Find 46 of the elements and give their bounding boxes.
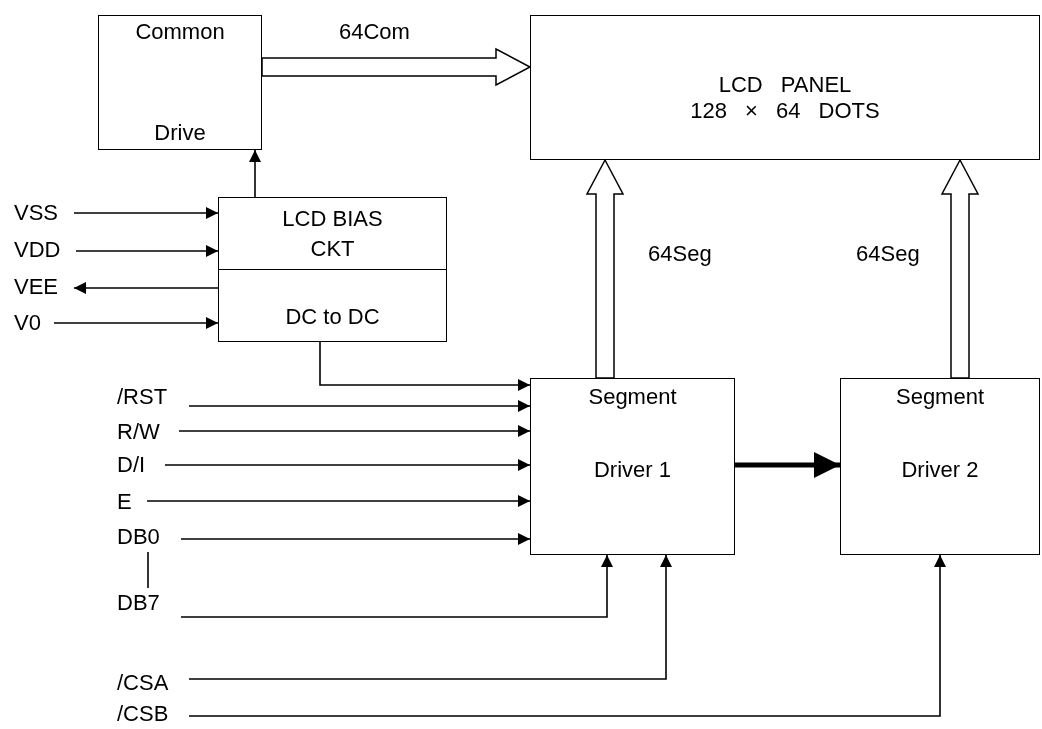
hollow-arrow — [585, 158, 625, 379]
arrow — [73, 207, 219, 219]
arrow — [249, 149, 261, 198]
arrow — [53, 317, 219, 329]
block-title: Driver 2 — [901, 456, 979, 484]
hollow-arrow — [261, 47, 532, 87]
arrow — [180, 554, 613, 618]
block-title: Segment — [588, 383, 677, 411]
arrow — [735, 452, 840, 478]
block-title: DC to DC — [285, 303, 380, 331]
signal-label: VEE — [14, 274, 59, 300]
signal-label: VDD — [14, 237, 61, 263]
signal-label: V0 — [14, 310, 41, 336]
signal-label: E — [117, 489, 132, 515]
panel-title: 128 × 64 DOTS — [690, 98, 880, 124]
arrow — [188, 400, 531, 412]
arrow — [146, 495, 531, 507]
signal-label: /CSB — [117, 700, 169, 727]
block-box — [530, 378, 735, 555]
signal-label: /CSA — [117, 670, 169, 696]
arrow — [188, 554, 672, 680]
arrow — [178, 425, 531, 437]
block-box — [840, 378, 1040, 555]
signal-label: D/I — [117, 452, 146, 478]
panel-title: LCD PANEL — [718, 72, 852, 98]
arrow — [188, 554, 946, 717]
signal-label: DB0 — [117, 524, 160, 550]
arrow — [180, 533, 531, 545]
arrow — [319, 341, 531, 391]
connector-line — [147, 551, 149, 589]
block-title: Segment — [895, 383, 985, 411]
arrow — [73, 282, 219, 294]
hollow-arrow — [940, 158, 980, 379]
panel-box — [530, 15, 1040, 160]
signal-label: /RST — [117, 384, 168, 410]
block-title: Driver 1 — [594, 456, 671, 484]
block-box — [98, 15, 262, 150]
block-title: Drive — [154, 119, 206, 147]
signal-label: DB7 — [117, 590, 160, 616]
block-title: Common — [135, 18, 225, 46]
block-box — [218, 197, 447, 342]
arrow — [75, 245, 219, 257]
block-title: LCD BIAS CKT — [281, 204, 384, 263]
signal-label: VSS — [14, 200, 59, 226]
arrow — [164, 459, 531, 471]
signal-label: R/W — [117, 419, 160, 445]
